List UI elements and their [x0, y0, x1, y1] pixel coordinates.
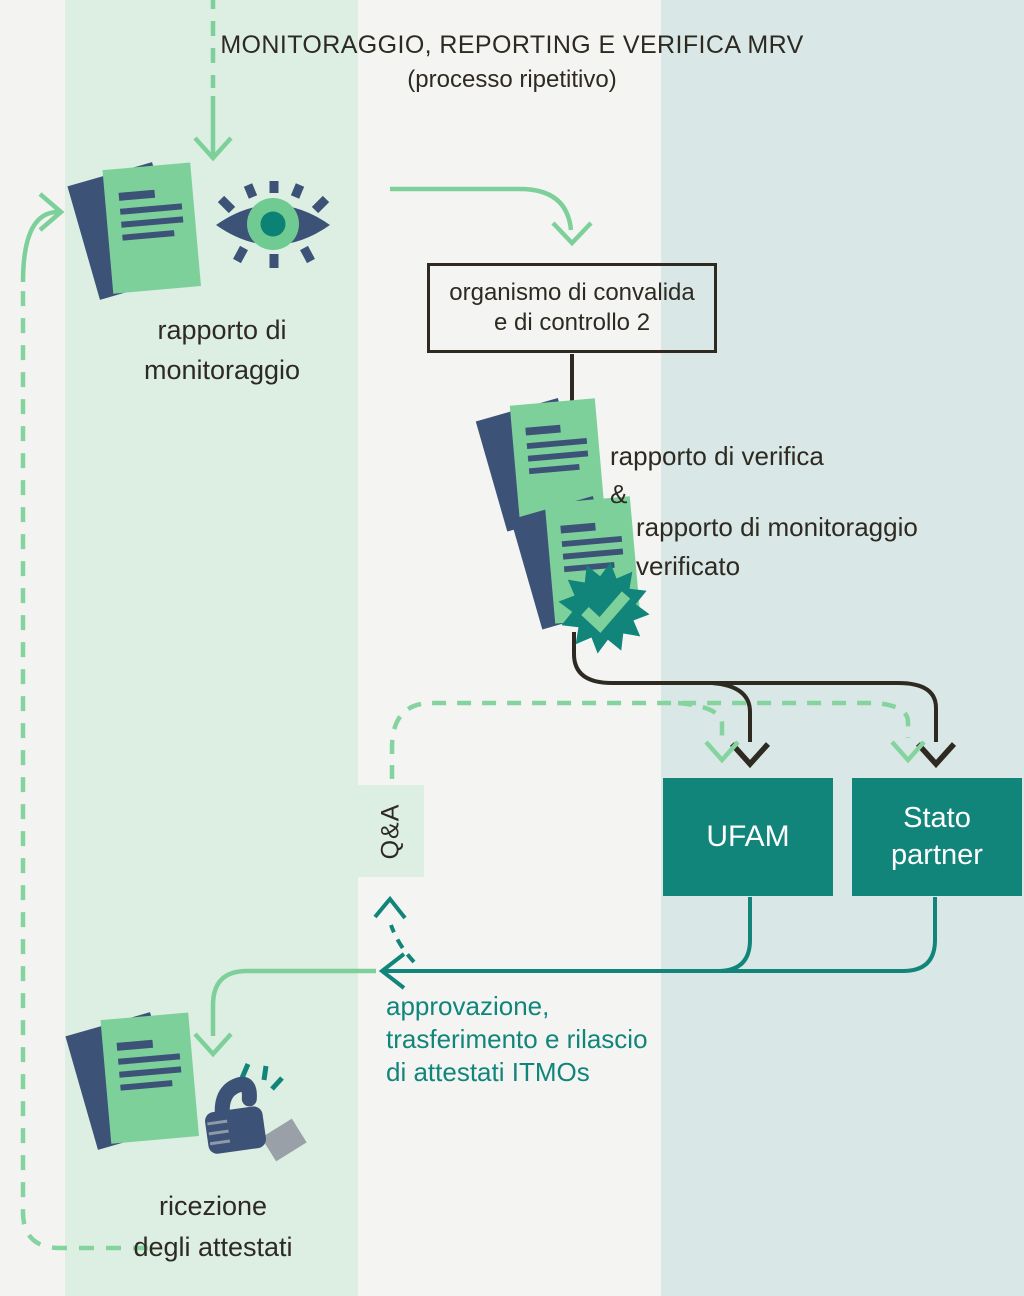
monitoring-report-label: rapporto di monitoraggio — [92, 310, 352, 390]
arrow-monitoring-to-validator — [390, 186, 593, 247]
arrow-feedback-loop-left — [20, 192, 148, 1251]
validation-body-box: organismo di convalida e di controllo 2 — [427, 263, 717, 353]
ufam-box: UFAM — [663, 778, 833, 896]
document-icon — [65, 1012, 199, 1150]
arrow-loop-entry-top — [193, 0, 233, 162]
approval-transfer-note: approvazione, trasferimento e rilascio d… — [386, 990, 648, 1089]
approval-note-line3: di attestati ITMOs — [386, 1057, 590, 1087]
qa-tag: Q&A — [358, 785, 424, 877]
sleeve-cuff — [261, 1118, 307, 1162]
eye-pupil — [260, 211, 286, 237]
qa-label: Q&A — [376, 803, 405, 859]
ampersand-label: & — [610, 479, 628, 509]
monitoring-report-label-line2: monitoraggio — [143, 355, 301, 385]
validation-body-line2: e di controllo 2 — [493, 309, 651, 336]
ufam-label: UFAM — [706, 820, 790, 853]
arrow-qa-to-authorities — [389, 700, 926, 779]
stato-partner-box: Stato partner — [852, 778, 1022, 896]
title-line1: MONITORAGGIO, REPORTING E VERIFICA MRV — [220, 31, 804, 59]
approval-note-line1: approvazione, — [386, 991, 550, 1021]
stato-partner-label-line1: Stato — [903, 802, 971, 834]
verification-report-label: rapporto di verifica — [610, 441, 824, 471]
validation-body-line1: organismo di convalida — [449, 279, 695, 306]
receipt-label: ricezione degli attestati — [93, 1186, 333, 1268]
arrow-authorities-approval-return — [378, 897, 937, 990]
thumbs-up-icon — [205, 1063, 307, 1162]
diagram-title: MONITORAGGIO, REPORTING E VERIFICA MRV (… — [0, 31, 1024, 94]
receipt-label-line2: degli attestati — [133, 1232, 293, 1262]
title-subtitle: (processo ripetitivo) — [407, 66, 617, 93]
eye-icon — [216, 181, 330, 268]
receipt-label-line1: ricezione — [158, 1191, 268, 1221]
arrow-to-receipt — [193, 968, 376, 1058]
background-band-teal — [661, 0, 1024, 1296]
background-band-white — [358, 0, 661, 1296]
verified-report-label-line1: rapporto di monitoraggio — [636, 512, 918, 542]
approval-note-line2: trasferimento e rilascio — [386, 1024, 648, 1054]
verified-report-label-line2: verificato — [636, 551, 741, 581]
arrow-return-to-qa — [373, 895, 416, 964]
monitoring-report-label-line1: rapporto di — [157, 315, 287, 345]
document-icon — [67, 162, 201, 300]
check-badge-icon — [558, 562, 650, 654]
arrow-reports-to-authorities — [572, 632, 957, 769]
stato-partner-label-line2: partner — [891, 839, 983, 871]
